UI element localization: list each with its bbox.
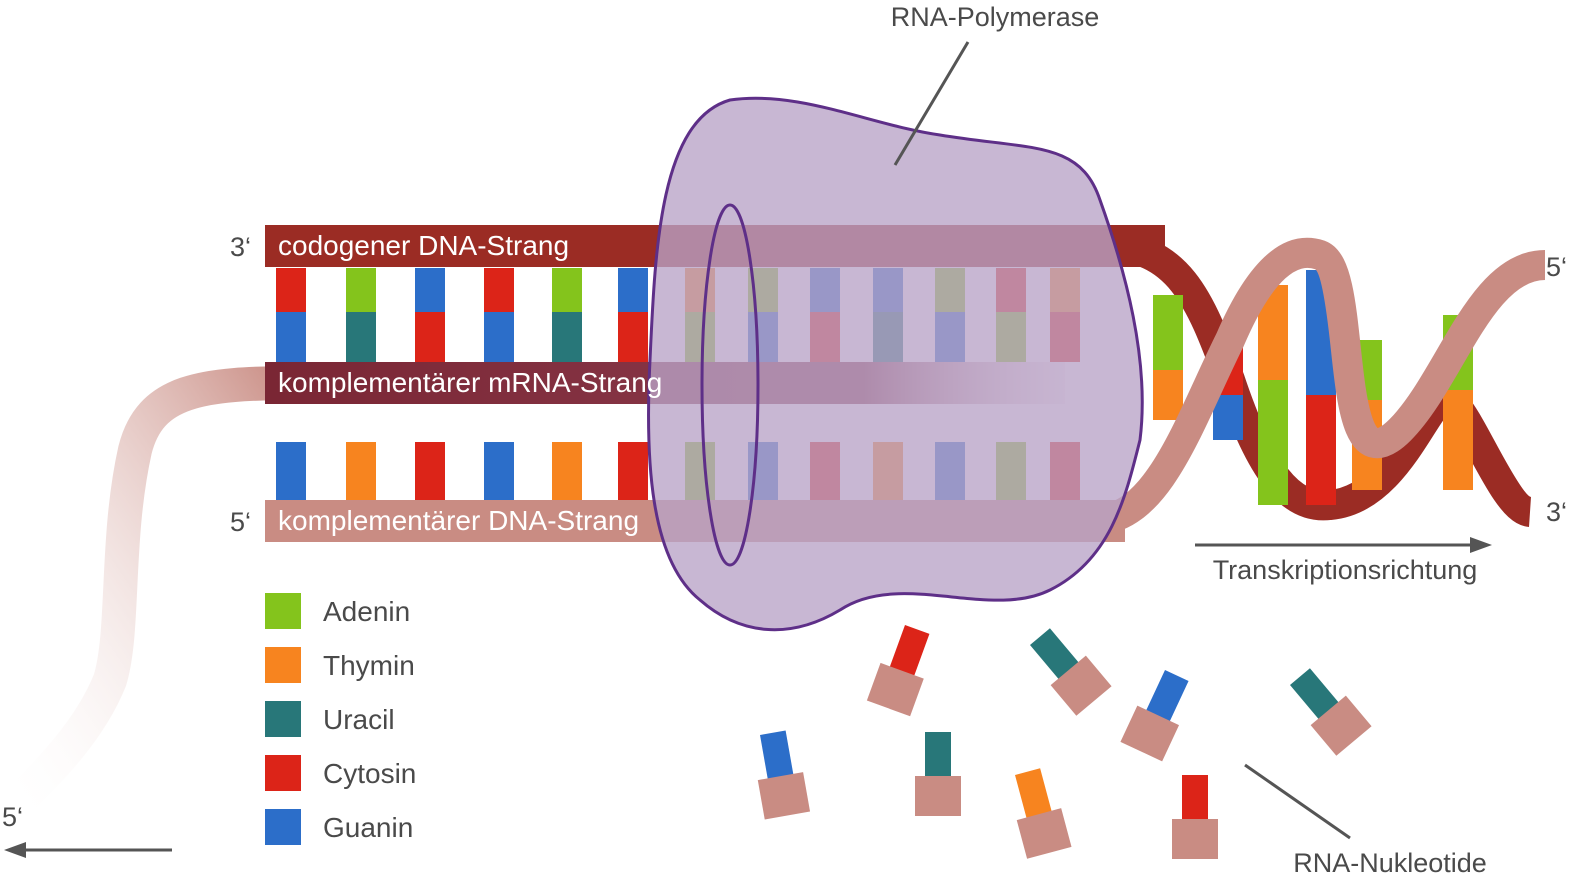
nucleotide-sugar [1050, 655, 1112, 716]
legend-label-cytosin: Cytosin [323, 758, 416, 789]
polymerase-pointer [893, 41, 970, 166]
legend-swatch-cytosin [265, 755, 301, 791]
nucleotide-base [760, 730, 794, 783]
rna-polymerase-body [646, 96, 1144, 632]
bottom-5prime-label: 5‘ [2, 802, 23, 832]
polymerase-inner-loop [700, 203, 760, 567]
nucleotide-sugar [1310, 695, 1372, 756]
nucleotide-sugar [757, 772, 811, 820]
base-cytosin [415, 312, 445, 362]
nucleotides-label: RNA-Nukleotide [1293, 848, 1487, 878]
base-adenin [346, 268, 376, 314]
left-3prime-label: 3‘ [230, 232, 251, 262]
helix-base-adenin [1258, 380, 1288, 505]
rna-nucleotide-cytosin [866, 625, 930, 717]
helix-base-cytosin [1306, 395, 1336, 505]
legend-label-thymin: Thymin [323, 650, 415, 681]
direction-label: Transkriptionsrichtung [1213, 555, 1478, 585]
nucleotide-base [925, 732, 951, 780]
codogen-strand-label: codogener DNA-Strang [278, 230, 569, 261]
nucleotide-base [1290, 668, 1341, 722]
helix-base-guanin [1213, 395, 1243, 440]
base-cytosin [415, 442, 445, 500]
nucleotide-sugar [1172, 819, 1218, 859]
free-rna-nucleotides [757, 625, 1372, 859]
helix-base-thymin [1443, 390, 1473, 490]
direction-arrow [1195, 537, 1492, 553]
nucleotide-sugar [915, 776, 961, 816]
left-arrow [4, 842, 172, 858]
right-5prime-label: 5‘ [1546, 252, 1567, 282]
mrna-strand-label: komplementärer mRNA-Strang [278, 367, 662, 398]
base-thymin [346, 442, 376, 500]
left-5prime-label: 5‘ [230, 507, 251, 537]
base-guanin [276, 442, 306, 500]
rna-nucleotide-uracil [1030, 628, 1112, 716]
legend-swatch-thymin [265, 647, 301, 683]
nucleotide-base [888, 625, 930, 679]
rna-nucleotide-guanin [1120, 670, 1189, 762]
rna-nucleotide-thymin [1014, 768, 1072, 859]
nucleotide-base [1144, 670, 1189, 725]
helix-base-adenin [1153, 295, 1183, 370]
rna-nucleotide-guanin [757, 730, 811, 820]
legend-label-uracil: Uracil [323, 704, 395, 735]
legend-label-adenin: Adenin [323, 596, 410, 627]
base-adenin [552, 268, 582, 314]
base-guanin [484, 312, 514, 362]
rna-nucleotide-cytosin [1172, 775, 1218, 859]
legend-swatch-guanin [265, 809, 301, 845]
base-thymin [552, 442, 582, 500]
nucleotide-sugar [1120, 705, 1180, 762]
legend-swatch-adenin [265, 593, 301, 629]
helix-light-strand [1097, 237, 1547, 535]
base-guanin [276, 312, 306, 362]
base-uracil [346, 312, 376, 362]
complementary-strand-label: komplementärer DNA-Strang [278, 505, 639, 536]
right-3prime-label: 3‘ [1546, 497, 1567, 527]
legend-label-guanin: Guanin [323, 812, 413, 843]
base-guanin [484, 442, 514, 500]
rna-nucleotide-uracil [915, 732, 961, 816]
polymerase-label: RNA-Polymerase [891, 2, 1100, 32]
legend-swatch-uracil [265, 701, 301, 737]
helix-base-thymin [1153, 370, 1183, 420]
nucleotides-pointer [1244, 763, 1351, 840]
base-cytosin [618, 442, 648, 500]
rna-nucleotide-uracil [1290, 668, 1372, 756]
base-cytosin [276, 268, 306, 314]
base-guanin [415, 268, 445, 314]
base-cytosin [618, 312, 648, 362]
nucleotide-base [1182, 775, 1208, 823]
dna-double-helix [1097, 230, 1547, 535]
nucleotide-sugar [1016, 808, 1072, 859]
mrna-tail [7, 366, 301, 813]
nucleotide-base [1014, 768, 1053, 822]
base-uracil [552, 312, 582, 362]
nucleotide-sugar [866, 662, 924, 717]
nucleotide-base [1030, 628, 1081, 682]
base-cytosin [484, 268, 514, 314]
base-guanin [618, 268, 648, 314]
